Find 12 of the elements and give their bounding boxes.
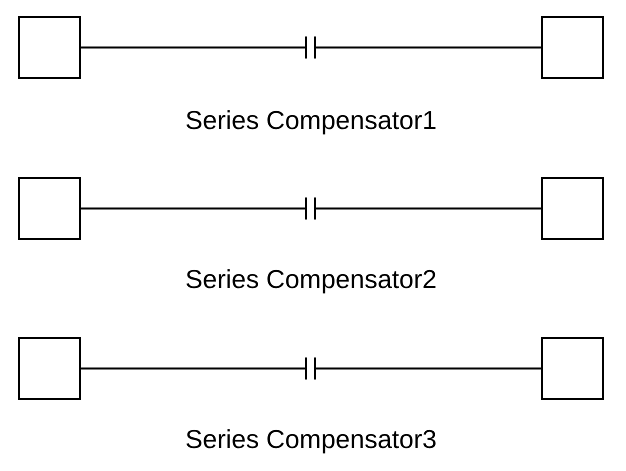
component-label: Series Compensator2 <box>184 263 438 295</box>
terminal-box <box>18 177 81 240</box>
terminal-box <box>18 337 81 400</box>
terminal-box <box>541 16 604 79</box>
component-label: Series Compensator1 <box>184 104 438 136</box>
terminal-box <box>18 16 81 79</box>
component-label: Series Compensator3 <box>184 423 438 455</box>
terminal-box <box>541 177 604 240</box>
terminal-box <box>541 337 604 400</box>
connector-line <box>81 46 541 48</box>
connector-line <box>81 368 541 370</box>
connector-line <box>81 208 541 210</box>
